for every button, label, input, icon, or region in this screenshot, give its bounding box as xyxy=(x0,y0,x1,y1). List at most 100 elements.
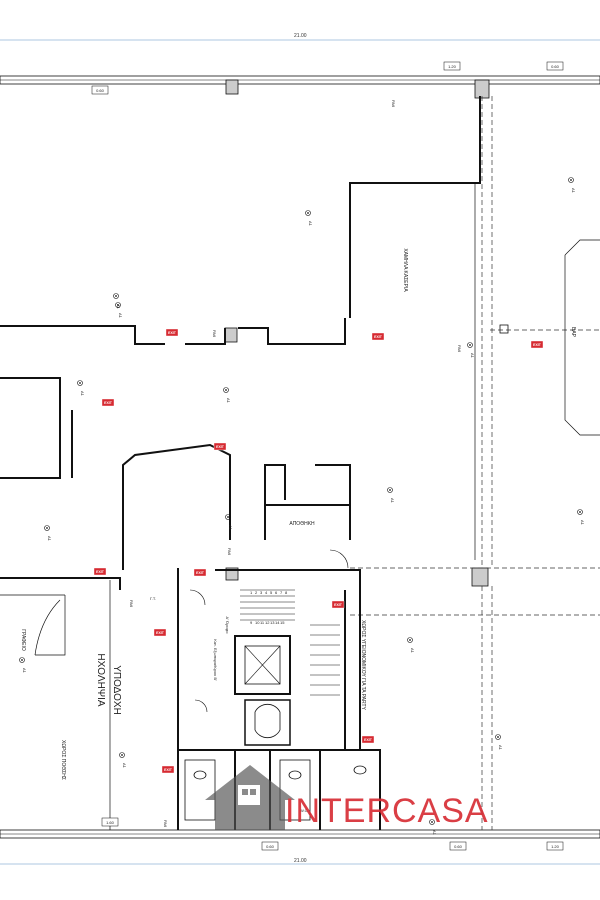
light-fixture-icon: Α1 xyxy=(225,514,233,531)
window-tag-label: 0.60 xyxy=(266,844,275,849)
room-label-wc: W.C. xyxy=(300,808,309,813)
window-tag: 1.60 xyxy=(101,817,119,827)
stair-number: 10 xyxy=(255,620,260,625)
light-label: Α1 xyxy=(571,188,576,194)
top-dimension: 21.00 xyxy=(0,33,600,41)
exit-label: EXIT xyxy=(533,343,542,347)
window-tag-label: 1.60 xyxy=(106,820,115,825)
light-fixture-icon: Α1 xyxy=(19,657,27,674)
exit-label: EXIT xyxy=(168,331,177,335)
light-fixture-icon: Α1 xyxy=(113,293,121,310)
stair-number: 5 xyxy=(270,590,273,595)
light-fixtures: Α1Α1Α1Α1Α1Α1Α1Α1Α1Α1Α1Α1Α1Α1Α1Α1PA6PA6PA… xyxy=(19,100,585,836)
exit-sign-icon: EXIT xyxy=(161,765,175,774)
intercasa-watermark: INTERCASA xyxy=(205,765,489,830)
pa-marker-label: PA6 xyxy=(163,820,168,828)
exit-sign-icon: EXIT xyxy=(331,600,345,609)
light-label: Α1 xyxy=(308,221,313,227)
outer-walls xyxy=(0,75,600,839)
light-label: Α1 xyxy=(118,313,123,319)
exit-sign-icon: EXIT xyxy=(93,567,107,576)
bottom-dimension-label: 21.00 xyxy=(294,858,307,864)
light-fixture-icon: Α1 xyxy=(407,637,415,654)
window-tags: 0.60 1.20 0.60 1.60 0.60 1.20 0.60 xyxy=(91,61,564,851)
stair-number: 4 xyxy=(265,590,268,595)
exit-signs: EXIT EXIT EXIT EXIT EXIT EXIT EXIT EXIT EXIT EXIT… xyxy=(93,328,544,774)
thin-walls xyxy=(0,183,600,830)
dashed-grid xyxy=(350,96,600,830)
light-label: Α1 xyxy=(470,353,475,359)
light-label: Α1 xyxy=(390,498,395,504)
light-fixture-icon: Α1 xyxy=(305,210,313,227)
light-label: Α1 xyxy=(226,398,231,404)
stair-number: 13 xyxy=(270,620,275,625)
room-label-kaseria: ΧΑΜΗΛΑ ΚΑΣΕΡΙΑ xyxy=(402,248,408,292)
light-fixture-icon: Α1 xyxy=(387,487,395,504)
exit-label: EXIT xyxy=(216,445,225,449)
interior-walls xyxy=(0,96,481,830)
exit-sign-icon: EXIT xyxy=(530,340,544,349)
stair-number: 2 xyxy=(255,590,258,595)
exit-label: EXIT xyxy=(156,631,165,635)
light-fixture-icon: Α1 xyxy=(119,752,127,769)
window-tag-label: 0.60 xyxy=(96,88,105,93)
stair-number: 15 xyxy=(280,620,285,625)
window-tag: 0.60 xyxy=(449,841,467,851)
light-label: Α1 xyxy=(498,745,503,751)
light-label: Α1 xyxy=(47,536,52,542)
pa-marker-label: PA6 xyxy=(457,345,462,353)
room-labels: ΥΠΟΔΟΧΗ ΗΧΟΛΗΨΙΑ ΑΠΟΘΗΚΗ ΒΑΡ ΧΑΜΗΛΑ ΚΑΣΕ… xyxy=(20,248,576,813)
light-fixture-icon: Α1 xyxy=(495,734,503,751)
light-label: Α1 xyxy=(80,391,85,397)
stair-number: 9 xyxy=(250,620,253,625)
exit-label: EXIT xyxy=(96,570,105,574)
room-label-ypodoxi: ΥΠΟΔΟΧΗ xyxy=(111,665,122,715)
window-tag: 0.60 xyxy=(91,85,109,95)
window-tag-label: 1.20 xyxy=(551,844,560,849)
top-dimension-label: 21.00 xyxy=(294,33,307,39)
bottom-dimension: 21.00 xyxy=(0,858,600,865)
house-logo-icon xyxy=(205,765,295,830)
light-fixture-icon: Α1 xyxy=(467,342,475,359)
stair-number: 7 xyxy=(280,590,283,595)
window-tag-label: 1.20 xyxy=(448,64,457,69)
window-tag-label: 0.60 xyxy=(454,844,463,849)
room-label-grafeio: ΓΡΑΦΕΙΟ xyxy=(20,629,26,651)
room-label-a-orofos: Α' Όροφο xyxy=(225,617,230,635)
light-fixture-icon: Α1 xyxy=(568,177,576,194)
watermark-text: INTERCASA xyxy=(285,792,489,830)
window-tag: 1.20 xyxy=(546,841,564,851)
stair-number: 1 xyxy=(250,590,253,595)
exit-label: EXIT xyxy=(104,401,113,405)
light-fixture-icon: Α1 xyxy=(223,387,231,404)
stair-number: 14 xyxy=(275,620,280,625)
room-label-apothiki: ΑΠΟΘΗΚΗ xyxy=(289,521,315,527)
window-tag: 0.60 xyxy=(546,61,564,71)
room-label-pothsis: ΧΩΡΟΣ ΠΟΘΣΗΣ xyxy=(60,740,66,780)
window-tag: 0.60 xyxy=(261,841,279,851)
room-label-ixitiki: ΗΧΟΛΗΨΙΑ xyxy=(95,653,106,707)
stair-number: 12 xyxy=(265,620,270,625)
light-label: Α1 xyxy=(580,520,585,526)
exit-sign-icon: EXIT xyxy=(361,735,375,744)
light-fixture-icon: Α1 xyxy=(577,509,585,526)
exit-sign-icon: EXIT xyxy=(213,442,227,451)
window-tag: 1.20 xyxy=(443,61,461,71)
light-fixture-icon: Α1 xyxy=(429,819,437,836)
light-label: Α1 xyxy=(122,763,127,769)
exit-sign-icon: EXIT xyxy=(193,568,207,577)
light-fixture-icon: Α1 xyxy=(115,302,123,319)
window-tag-label: 0.60 xyxy=(551,64,560,69)
light-fixture-icon: Α1 xyxy=(44,525,52,542)
pa-marker-label: PA6 xyxy=(129,600,134,608)
light-fixture-icon: Α1 xyxy=(77,380,85,397)
room-label-gt: Γ.Τ. xyxy=(150,596,156,601)
stair-number: 11 xyxy=(260,620,265,625)
light-label: Α1 xyxy=(432,830,437,836)
exit-label: EXIT xyxy=(334,603,343,607)
exit-sign-icon: EXIT xyxy=(153,628,167,637)
exit-label: EXIT xyxy=(196,571,205,575)
room-label-eksodos: Κατ. Εξωπαραθύρου Β' xyxy=(213,639,218,681)
